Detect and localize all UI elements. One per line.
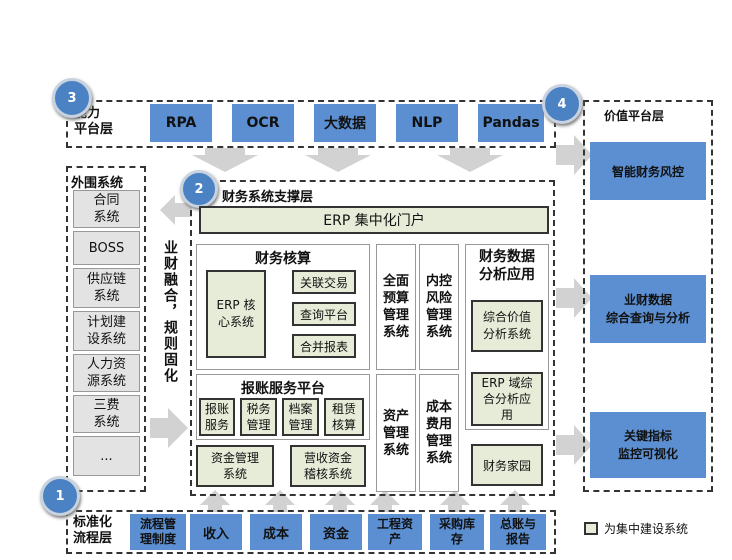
legend-label: 为集中建设系统 (604, 522, 689, 536)
down-arrow (437, 148, 503, 172)
capability-item-ocr: OCR (232, 104, 294, 142)
capability-item-nlp: NLP (396, 104, 458, 142)
expense-service: 报账 服务 (199, 398, 235, 436)
capability-item-pandas: Pandas (478, 104, 544, 142)
query-platform: 查询平台 (292, 302, 356, 326)
down-arrow (305, 148, 371, 172)
badge-2: 2 (180, 170, 218, 208)
support-layer (190, 180, 555, 496)
down-arrow (192, 148, 258, 172)
finance-home: 财务家园 (471, 444, 543, 486)
external-title: 外围系统 (71, 176, 124, 191)
external-item-contract: 合同 系统 (73, 190, 140, 228)
standard-item-cost: 成本 (250, 514, 302, 550)
lease-accounting: 租赁 核算 (324, 398, 364, 436)
standard-item-asset: 工程资 产 (368, 514, 422, 550)
up-arrow (370, 490, 400, 512)
value-item-query: 业财数据 综合查询与分析 (590, 275, 706, 343)
standard-item-fund: 资金 (310, 514, 362, 550)
expense-title: 报账服务平台 (241, 381, 325, 397)
standard-layer (66, 510, 556, 554)
legend-swatch (584, 522, 598, 535)
external-item-hr: 人力资 源系统 (73, 354, 140, 392)
budget-system: 全面 预算 管理 系统 (376, 244, 416, 370)
consolidated-report: 合并报表 (292, 334, 356, 358)
external-item-planning: 计划建 设系统 (73, 311, 140, 351)
badge-3: 3 (52, 78, 92, 118)
internal-control-system: 内控 风险 管理 系统 (419, 244, 459, 370)
up-arrow (500, 490, 530, 512)
value-item-risk: 智能财务风控 (590, 142, 706, 200)
core-title: 财务核算 (255, 251, 311, 267)
value-item-kpi: 关键指标 监控可视化 (590, 412, 706, 478)
left-arrow (160, 195, 192, 225)
standard-item-revenue: 收入 (190, 514, 242, 550)
badge-1: 1 (40, 476, 80, 516)
up-arrow (325, 490, 355, 512)
badge-4: 4 (542, 84, 582, 124)
fusion-text: 业财融合，规则固化 (162, 240, 178, 384)
value-title: 价值平台层 (604, 109, 665, 123)
up-arrow (200, 490, 230, 512)
archive-management: 档案 管理 (282, 398, 319, 436)
erp-core-system: ERP 核 心系统 (206, 270, 266, 358)
external-item-supply: 供应链 系统 (73, 268, 140, 308)
analysis-title: 财务数据 分析应用 (479, 249, 535, 283)
fund-management-system: 资金管理 系统 (196, 445, 274, 487)
asset-system: 资产 管理 系统 (376, 374, 416, 492)
value-layer (583, 100, 713, 492)
up-arrow (440, 490, 470, 512)
erp-analysis-app: ERP 域综 合分析应 用 (471, 372, 543, 426)
external-item-threefee: 三费 系统 (73, 395, 140, 433)
value-analysis-system: 综合价值 分析系统 (471, 300, 543, 352)
standard-item-process: 流程管 理制度 (130, 514, 186, 550)
related-trade: 关联交易 (292, 270, 356, 294)
revenue-audit-system: 营收资金 稽核系统 (290, 445, 366, 487)
external-item-more: ... (73, 436, 140, 476)
standard-item-purchase: 采购库 存 (430, 514, 484, 550)
tax-management: 税务 管理 (240, 398, 277, 436)
capability-item-rpa: RPA (150, 104, 212, 142)
external-item-boss: BOSS (73, 231, 140, 265)
cost-expense-system: 成本 费用 管理 系统 (419, 374, 459, 492)
standard-item-ledger: 总账与 报告 (490, 514, 546, 550)
support-title: 财务系统支撑层 (222, 190, 314, 205)
capability-item-bigdata: 大数据 (314, 104, 376, 142)
right-arrow (150, 408, 188, 448)
capability-layer (66, 100, 556, 148)
standard-title: 标准化 流程层 (73, 515, 113, 546)
external-layer (66, 166, 146, 492)
up-arrow (265, 490, 295, 512)
erp-portal: ERP 集中化门户 (199, 206, 549, 234)
